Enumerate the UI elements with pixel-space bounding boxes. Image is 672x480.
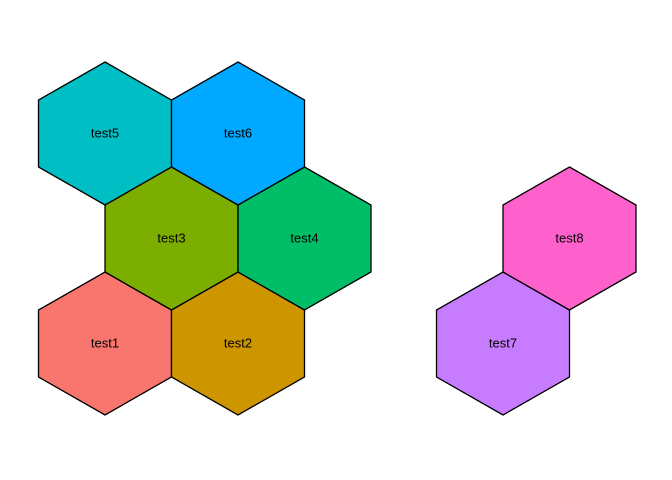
hex-test4-label: test4 xyxy=(290,230,318,245)
hex-test8-label: test8 xyxy=(555,230,583,245)
hex-test7-label: test7 xyxy=(489,335,517,350)
hex-test5: test5 xyxy=(37,61,173,206)
hex-test8-shape xyxy=(502,166,637,311)
hex-test6-shape xyxy=(170,61,306,206)
hex-test6-label: test6 xyxy=(224,125,252,140)
hex-test8: test8 xyxy=(502,166,637,311)
hex-test1-label: test1 xyxy=(91,335,119,350)
hex-test7: test7 xyxy=(435,271,571,416)
hex-test3-label: test3 xyxy=(157,230,185,245)
hex-test2-label: test2 xyxy=(224,335,252,350)
hex-test6: test6 xyxy=(170,61,306,206)
hex-test5-label: test5 xyxy=(91,125,119,140)
hex-test1: test1 xyxy=(37,271,173,416)
